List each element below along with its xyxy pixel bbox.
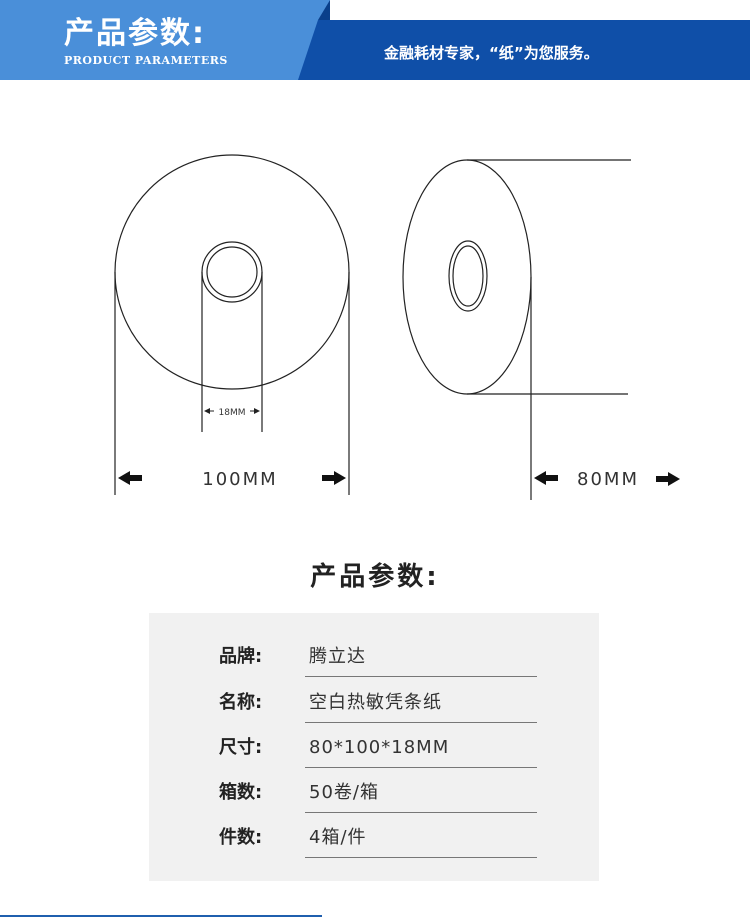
spec-underline (305, 857, 537, 858)
banner-title: 产品参数: (64, 16, 206, 51)
spec-value: 空白热敏凭条纸 (309, 692, 442, 713)
width-label: 80MM (577, 469, 639, 490)
spec-row-size: 尺寸: 80*100*18MM (149, 725, 599, 771)
spec-label: 件数: (219, 827, 263, 848)
spec-value: 4箱/件 (309, 827, 367, 848)
spec-row-per-piece: 件数: 4箱/件 (149, 815, 599, 861)
roll-side-core-inner (452, 245, 484, 307)
width-arrow-left (534, 471, 546, 485)
spec-value: 80*100*18MM (309, 737, 450, 758)
roll-outer-circle (114, 154, 350, 390)
spec-row-brand: 品牌: 腾立达 (149, 634, 599, 680)
spec-value: 腾立达 (309, 646, 366, 667)
roll-side-ellipse (402, 159, 532, 395)
core-dimension-label: 18MM (219, 408, 246, 418)
roll-core-outer (201, 241, 263, 303)
banner-background (0, 0, 750, 80)
diameter-arrow-right (334, 471, 346, 485)
width-arrow-right (668, 472, 680, 486)
spec-underline (305, 767, 537, 768)
spec-underline (305, 676, 537, 677)
section-title: 产品参数: (310, 562, 440, 592)
banner-subtitle: PRODUCT PARAMETERS (64, 54, 228, 67)
spec-underline (305, 812, 537, 813)
bottom-divider (0, 915, 322, 917)
spec-panel: 品牌: 腾立达 名称: 空白热敏凭条纸 尺寸: 80*100*18MM 箱数: … (149, 613, 599, 881)
header-banner: 产品参数: PRODUCT PARAMETERS 金融耗材专家，“纸”为您服务。 (0, 0, 750, 80)
banner-slogan: 金融耗材专家，“纸”为您服务。 (384, 44, 599, 62)
diameter-arrow-left (118, 471, 130, 485)
spec-underline (305, 722, 537, 723)
spec-label: 品牌: (219, 646, 263, 667)
roll-side-core-outer (448, 240, 488, 312)
roll-core-inner (206, 246, 258, 298)
spec-label: 名称: (219, 692, 263, 713)
spec-row-per-box: 箱数: 50卷/箱 (149, 770, 599, 816)
spec-label: 箱数: (219, 782, 263, 803)
core-arrow-right (254, 408, 260, 414)
diameter-label: 100MM (202, 469, 277, 490)
roll-dimension-diagram: 18MM 100MM 80MM (114, 154, 680, 500)
spec-value: 50卷/箱 (309, 782, 379, 803)
spec-row-name: 名称: 空白热敏凭条纸 (149, 680, 599, 726)
core-arrow-left (204, 408, 210, 414)
spec-label: 尺寸: (219, 737, 263, 758)
